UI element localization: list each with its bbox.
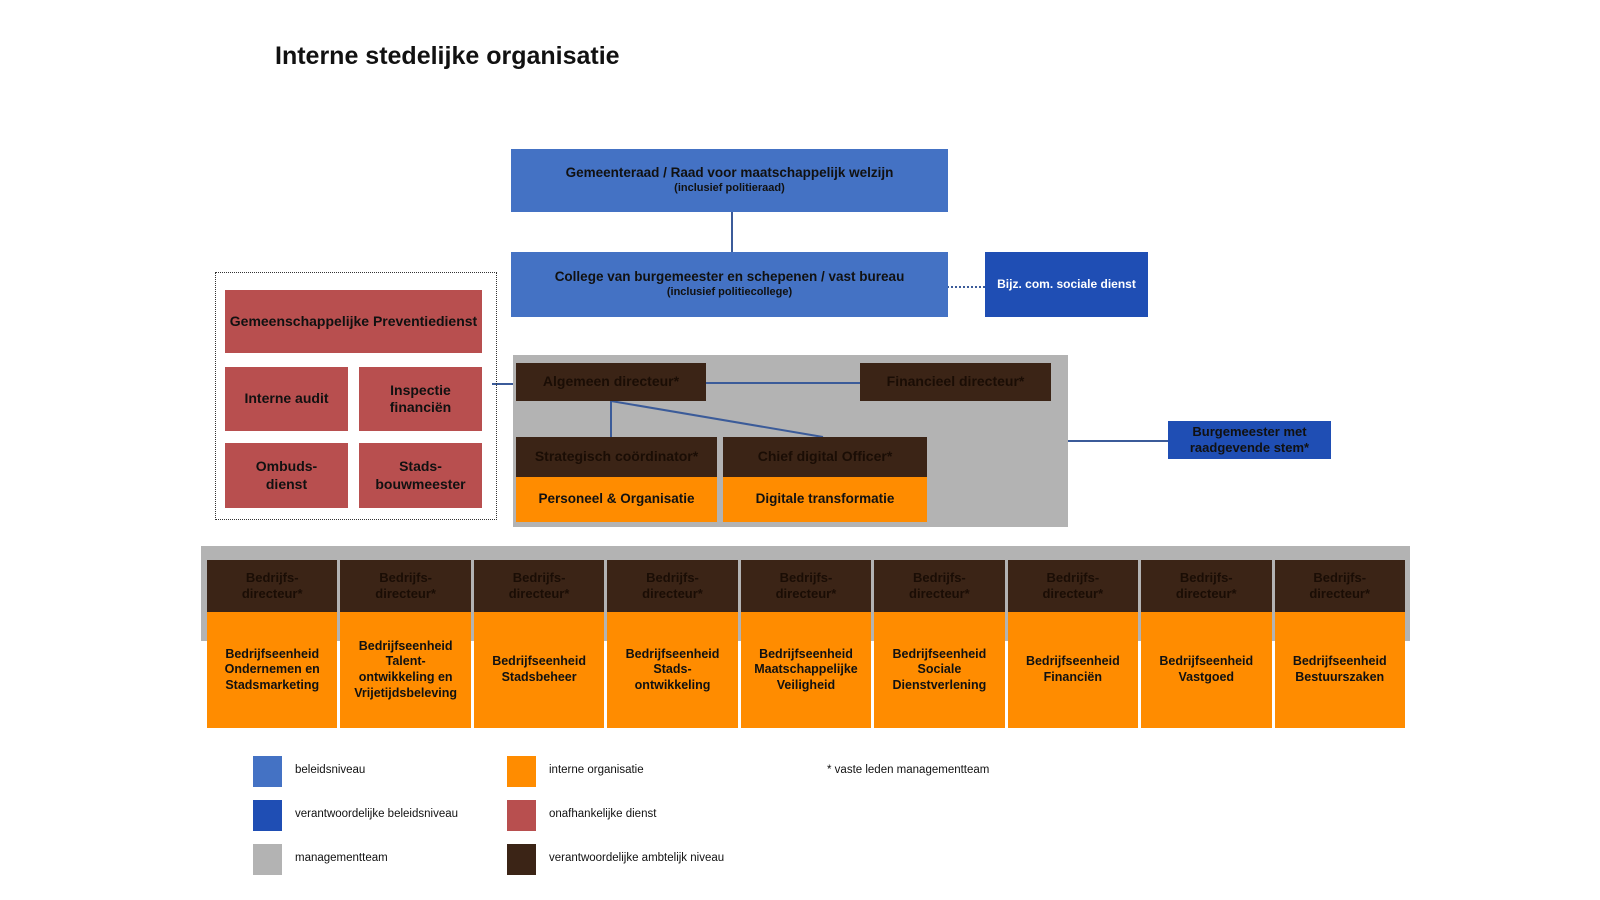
bedrijfsdirecteur-box: Bedrijfs-directeur* <box>1007 560 1139 612</box>
legend-label-interne-organisatie: interne organisatie <box>549 764 644 776</box>
legend-swatch-verantwoordelijk-ambtelijk <box>507 844 536 875</box>
legend-label-onafhankelijke-dienst: onafhankelijke dienst <box>549 808 657 820</box>
college-label: College van burgemeester en schepenen / … <box>554 269 905 285</box>
burgemeester-box: Burgemeester met raadgevende stem* <box>1168 421 1331 459</box>
legend-label-beleidsniveau: beleidsniveau <box>295 764 366 776</box>
bedrijfseenheden-row: Bedrijfs-directeur* Bedrijfseenheid Onde… <box>207 560 1405 728</box>
legend-label-verantwoordelijk-beleidsniveau: verantwoordelijke beleidsniveau <box>295 808 459 820</box>
bedrijfseenheid-box: Bedrijfseenheid Ondernemen en Stadsmarke… <box>207 612 338 728</box>
unit-column: Bedrijfs-directeur* Bedrijfseenheid Vast… <box>1141 560 1272 728</box>
bedrijfseenheid-box: Bedrijfseenheid Stadsbeheer <box>473 612 605 728</box>
connector-raad-college <box>731 212 733 252</box>
independent-services-group <box>215 272 497 520</box>
bedrijfseenheid-box: Bedrijfseenheid Financiën <box>1007 612 1139 728</box>
bedrijfsdirecteur-box: Bedrijfs-directeur* <box>207 560 338 612</box>
interne-audit-box: Interne audit <box>225 367 348 431</box>
bedrijfseenheid-box: Bedrijfseenheid Bestuurszaken <box>1274 612 1405 728</box>
connector-mgmt-burgemeester <box>1068 440 1168 442</box>
bedrijfsdirecteur-box: Bedrijfs-directeur* <box>1274 560 1405 612</box>
unit-column: Bedrijfs-directeur* Bedrijfseenheid Maat… <box>740 560 872 728</box>
connector-algemeen-financieel <box>706 382 860 384</box>
bedrijfseenheid-box: Bedrijfseenheid Stads-ontwikkeling <box>607 612 738 728</box>
unit-column: Bedrijfs-directeur* Bedrijfseenheid Soci… <box>874 560 1005 728</box>
gemeenteraad-label: Gemeenteraad / Raad voor maatschappelijk… <box>565 165 894 181</box>
gemeenteraad-box: Gemeenteraad / Raad voor maatschappelijk… <box>511 149 948 212</box>
bijz-com-sociale-dienst-box: Bijz. com. sociale dienst <box>985 252 1148 317</box>
legend-swatch-verantwoordelijk-beleidsniveau <box>253 800 282 831</box>
legend-label-verantwoordelijk-ambtelijk: verantwoordelijke ambtelijk niveau <box>549 852 725 864</box>
legend-swatch-beleidsniveau <box>253 756 282 787</box>
bedrijfseenheid-box: Bedrijfseenheid Talent-ontwikkeling en V… <box>340 612 471 728</box>
bedrijfsdirecteur-box: Bedrijfs-directeur* <box>874 560 1005 612</box>
connector-college-bijzcom <box>947 286 985 288</box>
bedrijfsdirecteur-box: Bedrijfs-directeur* <box>740 560 872 612</box>
algemeen-directeur-box: Algemeen directeur* <box>516 363 706 401</box>
legend-swatch-interne-organisatie <box>507 756 536 787</box>
unit-column: Bedrijfs-directeur* Bedrijfseenheid Best… <box>1274 560 1405 728</box>
stadsbouwmeester-box: Stads-bouwmeester <box>359 443 482 508</box>
ombudsdienst-box: Ombuds-dienst <box>225 443 348 508</box>
connector-algemeen-chief <box>610 400 824 438</box>
unit-column: Bedrijfs-directeur* Bedrijfseenheid Stad… <box>607 560 738 728</box>
legend-label-managementteam: managementteam <box>295 852 388 864</box>
gemeenteraad-sublabel: (inclusief politieraad) <box>674 182 785 195</box>
unit-column: Bedrijfs-directeur* Bedrijfseenheid Fina… <box>1007 560 1139 728</box>
preventiedienst-box: Gemeenschappelijke Preventiedienst <box>225 290 482 353</box>
college-box: College van burgemeester en schepenen / … <box>511 252 948 317</box>
connector-algemeen-strategisch <box>610 401 612 437</box>
connector-independent-mgmt <box>492 383 514 385</box>
financieel-directeur-box: Financieel directeur* <box>860 363 1051 401</box>
strategisch-coordinator-box: Strategisch coördinator* <box>516 437 717 477</box>
legend-note-vaste-leden: * vaste leden managementteam <box>827 764 990 776</box>
chief-digital-officer-box: Chief digital Officer* <box>723 437 927 477</box>
unit-column: Bedrijfs-directeur* Bedrijfseenheid Tale… <box>340 560 471 728</box>
page-title: Interne stedelijke organisatie <box>275 42 620 70</box>
bedrijfseenheid-box: Bedrijfseenheid Sociale Dienstverlening <box>874 612 1005 728</box>
bedrijfsdirecteur-box: Bedrijfs-directeur* <box>607 560 738 612</box>
legend-swatch-managementteam <box>253 844 282 875</box>
bedrijfsdirecteur-box: Bedrijfs-directeur* <box>473 560 605 612</box>
bedrijfseenheid-box: Bedrijfseenheid Vastgoed <box>1141 612 1272 728</box>
inspectie-financien-box: Inspectie financiën <box>359 367 482 431</box>
bedrijfsdirecteur-box: Bedrijfs-directeur* <box>1141 560 1272 612</box>
digitale-transformatie-box: Digitale transformatie <box>723 477 927 522</box>
unit-column: Bedrijfs-directeur* Bedrijfseenheid Onde… <box>207 560 338 728</box>
bedrijfseenheid-box: Bedrijfseenheid Maatschappelijke Veiligh… <box>740 612 872 728</box>
bedrijfsdirecteur-box: Bedrijfs-directeur* <box>340 560 471 612</box>
legend-swatch-onafhankelijke-dienst <box>507 800 536 831</box>
college-sublabel: (inclusief politiecollege) <box>666 286 793 299</box>
personeel-organisatie-box: Personeel & Organisatie <box>516 477 717 522</box>
unit-column: Bedrijfs-directeur* Bedrijfseenheid Stad… <box>473 560 605 728</box>
